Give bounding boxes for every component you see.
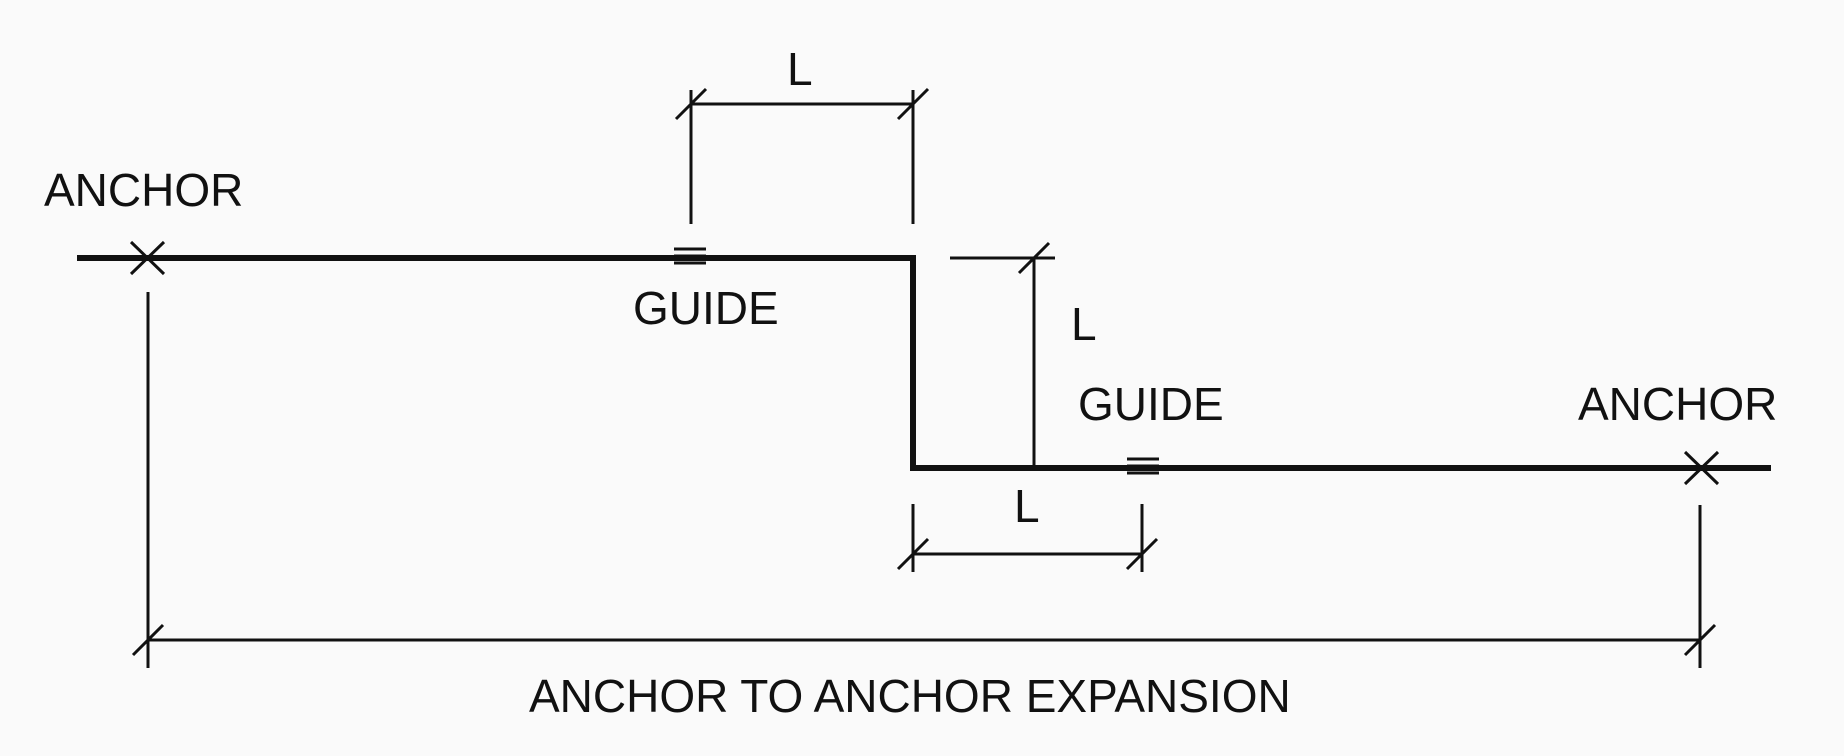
dimension-vertical [950,241,1055,465]
anchor-right-label: ANCHOR [1578,378,1777,430]
guide-upper-mark [674,247,706,265]
guide-lower-label: GUIDE [1078,378,1224,430]
dimension-top-label: L [787,43,813,95]
guide-upper-label: GUIDE [633,282,779,334]
dimension-top [674,87,930,224]
pipe [77,255,1771,471]
anchor-right-mark [1683,450,1720,486]
diagram-caption: ANCHOR TO ANCHOR EXPANSION [529,670,1291,722]
dimension-bottom [896,504,1159,572]
guide-lower-mark [1127,457,1159,475]
dimension-vertical-label: L [1071,298,1097,350]
anchor-left-label: ANCHOR [44,164,243,216]
dimension-bottom-label: L [1014,480,1040,532]
anchor-left-mark [129,240,166,276]
dimension-overall [131,292,1717,668]
